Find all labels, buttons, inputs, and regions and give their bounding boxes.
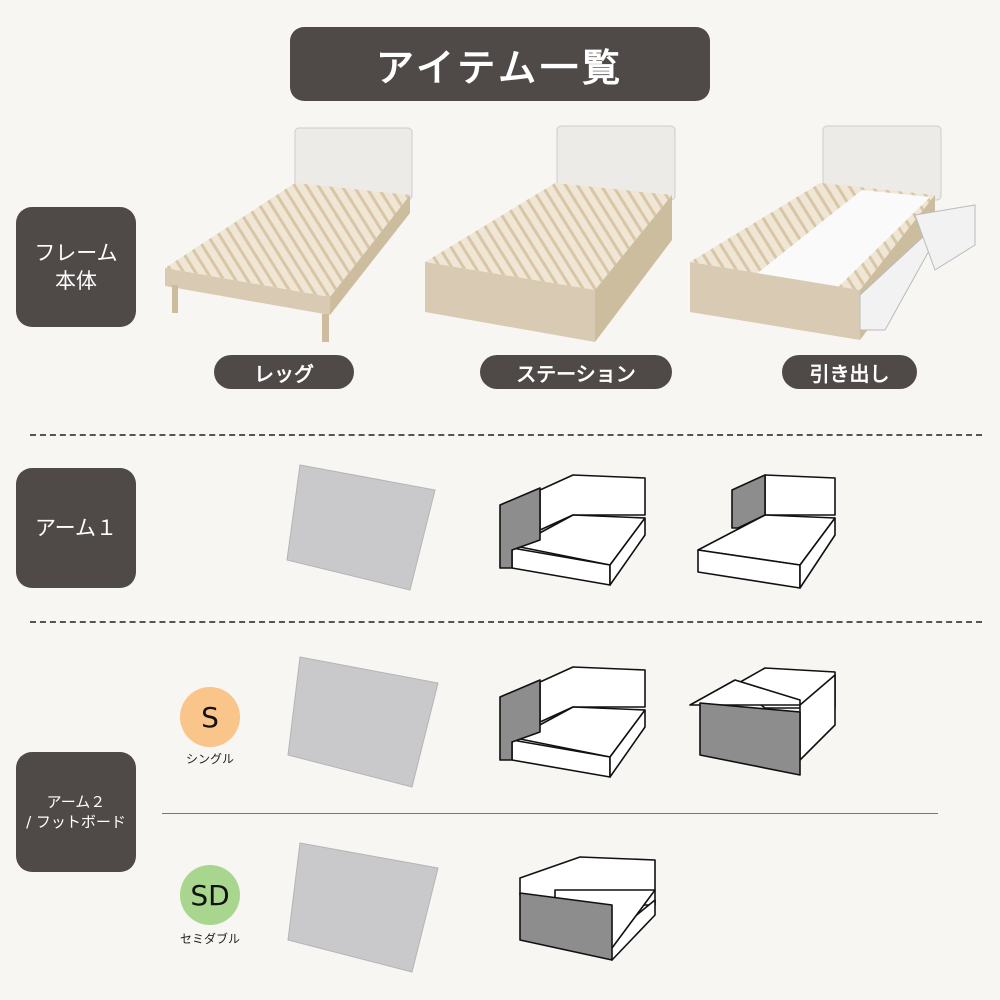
page-title: アイテム一覧	[290, 27, 710, 101]
category-label: アーム２	[46, 792, 106, 811]
frame-type-drawer: 引き出し	[782, 355, 917, 389]
category-frame: フレーム本体	[16, 207, 136, 327]
size-label-semidouble: セミダブル	[179, 932, 240, 946]
category-label: 本体	[55, 269, 97, 293]
station-bed-image	[425, 125, 676, 342]
divider	[30, 434, 982, 436]
drawer-bed-image	[690, 125, 976, 340]
category-arm2: アーム２ / フットボード	[16, 752, 136, 872]
category-label: フレーム	[34, 240, 118, 265]
size-label-single: シングル	[185, 752, 234, 766]
divider	[162, 813, 938, 814]
pad-images	[286, 464, 439, 973]
leg-bed-image	[165, 127, 413, 342]
category-label: / フットボード	[26, 813, 126, 831]
frame-type-leg: レッグ	[214, 355, 354, 389]
size-badge-semidouble: SD	[180, 865, 240, 925]
category-arm1: アーム１	[16, 468, 136, 588]
divider	[30, 621, 982, 623]
frame-type-station: ステーション	[480, 355, 672, 389]
arm-bed-images	[499, 474, 836, 961]
size-badge-single: S	[180, 687, 240, 747]
